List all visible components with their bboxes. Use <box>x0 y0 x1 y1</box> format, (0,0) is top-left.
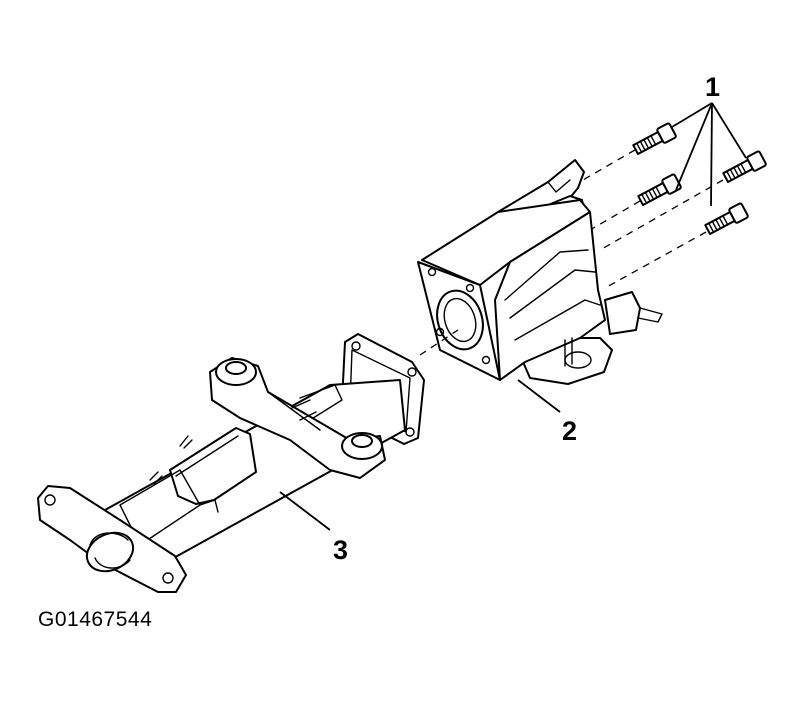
bolt-alignment-line-3 <box>599 179 724 251</box>
callout-3-leader <box>279 491 331 531</box>
callout-3-label: 3 <box>333 535 348 565</box>
callout-1-leaders <box>671 102 747 207</box>
bolt-alignment-line-1 <box>582 149 636 181</box>
steering-column <box>37 333 425 593</box>
figure-code: G01467544 <box>38 608 153 631</box>
bolt-2 <box>637 173 682 206</box>
bolt-alignment-line-4 <box>604 231 707 289</box>
callout-2-leader <box>517 379 561 413</box>
bolt-4 <box>704 202 749 235</box>
callout-1-label: 1 <box>705 72 720 102</box>
bolt-3 <box>722 150 767 183</box>
housing-block <box>417 159 663 385</box>
bolt-alignment-line-2 <box>589 200 641 231</box>
callout-2-label: 2 <box>562 416 577 446</box>
bolt-1 <box>632 122 677 155</box>
